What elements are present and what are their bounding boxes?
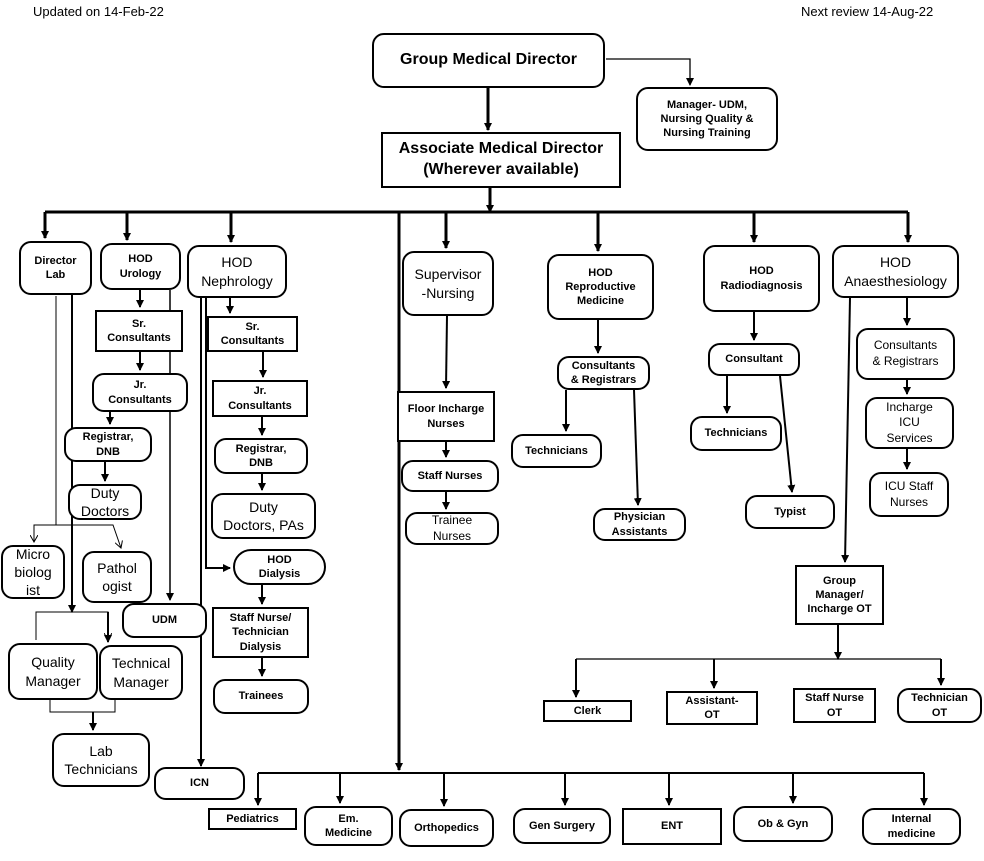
urology-duty-doctors-node: Duty Doctors (68, 484, 142, 520)
ent-node: ENT (622, 808, 722, 845)
radio-consultant-node: Consultant (708, 343, 800, 376)
staff-nurse-ot-node: Staff Nurse OT (793, 688, 876, 723)
nephrology-registrar-dnb-node: Registrar, DNB (214, 438, 308, 474)
udm-node: UDM (122, 603, 207, 638)
radio-technicians-node: Technicians (690, 416, 782, 451)
nephrology-jr-consultants-node: Jr. Consultants (212, 380, 308, 417)
hod-urology-node: HOD Urology (100, 243, 181, 290)
lab-technicians-node: Lab Technicians (52, 733, 150, 787)
nephrology-duty-doctors-node: Duty Doctors, PAs (211, 493, 316, 539)
urology-jr-consultants-node: Jr. Consultants (92, 373, 188, 412)
associate-medical-director-node: Associate Medical Director (Wherever ava… (381, 132, 621, 188)
hod-radiodiagnosis-node: HOD Radiodiagnosis (703, 245, 820, 312)
urology-sr-consultants-node: Sr. Consultants (95, 310, 183, 352)
urology-registrar-dnb-node: Registrar, DNB (64, 427, 152, 462)
director-lab-node: Director Lab (19, 241, 92, 295)
hod-dialysis-node: HOD Dialysis (233, 549, 326, 585)
gen-surgery-node: Gen Surgery (513, 808, 611, 844)
floor-incharge-nurses-node: Floor Incharge Nurses (397, 391, 495, 442)
quality-manager-node: Quality Manager (8, 643, 98, 700)
group-manager-incharge-ot-node: Group Manager/ Incharge OT (795, 565, 884, 625)
hod-nephrology-node: HOD Nephrology (187, 245, 287, 298)
supervisor-nursing-node: Supervisor -Nursing (402, 251, 494, 316)
clerk-node: Clerk (543, 700, 632, 722)
internal-medicine-node: Internal medicine (862, 808, 961, 845)
assistant-ot-node: Assistant- OT (666, 691, 758, 725)
incharge-icu-services-node: Incharge ICU Services (865, 397, 954, 449)
pediatrics-node: Pediatrics (208, 808, 297, 830)
ob-gyn-node: Ob & Gyn (733, 806, 833, 842)
nephrology-sr-consultants-node: Sr. Consultants (207, 316, 298, 352)
staff-nurse-technician-dialysis-node: Staff Nurse/ Technician Dialysis (212, 607, 309, 658)
group-medical-director-node: Group Medical Director (372, 33, 605, 88)
technician-ot-node: Technician OT (897, 688, 982, 723)
em-medicine-node: Em. Medicine (304, 806, 393, 846)
icn-node: ICN (154, 767, 245, 800)
technical-manager-node: Technical Manager (99, 645, 183, 700)
reproductive-technicians-node: Technicians (511, 434, 602, 468)
typist-node: Typist (745, 495, 835, 529)
next-review-date: Next review 14-Aug-22 (801, 4, 934, 19)
trainees-node: Trainees (213, 679, 309, 714)
manager-udm-nursing-node: Manager- UDM, Nursing Quality & Nursing … (636, 87, 778, 151)
hod-anaesthesiology-node: HOD Anaesthesiology (832, 245, 959, 298)
reproductive-consultants-registrars-node: Consultants & Registrars (557, 356, 650, 390)
icu-staff-nurses-node: ICU Staff Nurses (869, 472, 949, 517)
microbiologist-node: Micro biolog ist (1, 545, 65, 599)
anaesthesiology-consultants-registrars-node: Consultants & Registrars (856, 328, 955, 380)
staff-nurses-node: Staff Nurses (401, 460, 499, 492)
orthopedics-node: Orthopedics (399, 809, 494, 847)
hod-reproductive-medicine-node: HOD Reproductive Medicine (547, 254, 654, 320)
trainee-nurses-node: Trainee Nurses (405, 512, 499, 545)
pathologist-node: Pathol ogist (82, 551, 152, 603)
updated-date: Updated on 14-Feb-22 (33, 4, 164, 19)
physician-assistants-node: Physician Assistants (593, 508, 686, 541)
